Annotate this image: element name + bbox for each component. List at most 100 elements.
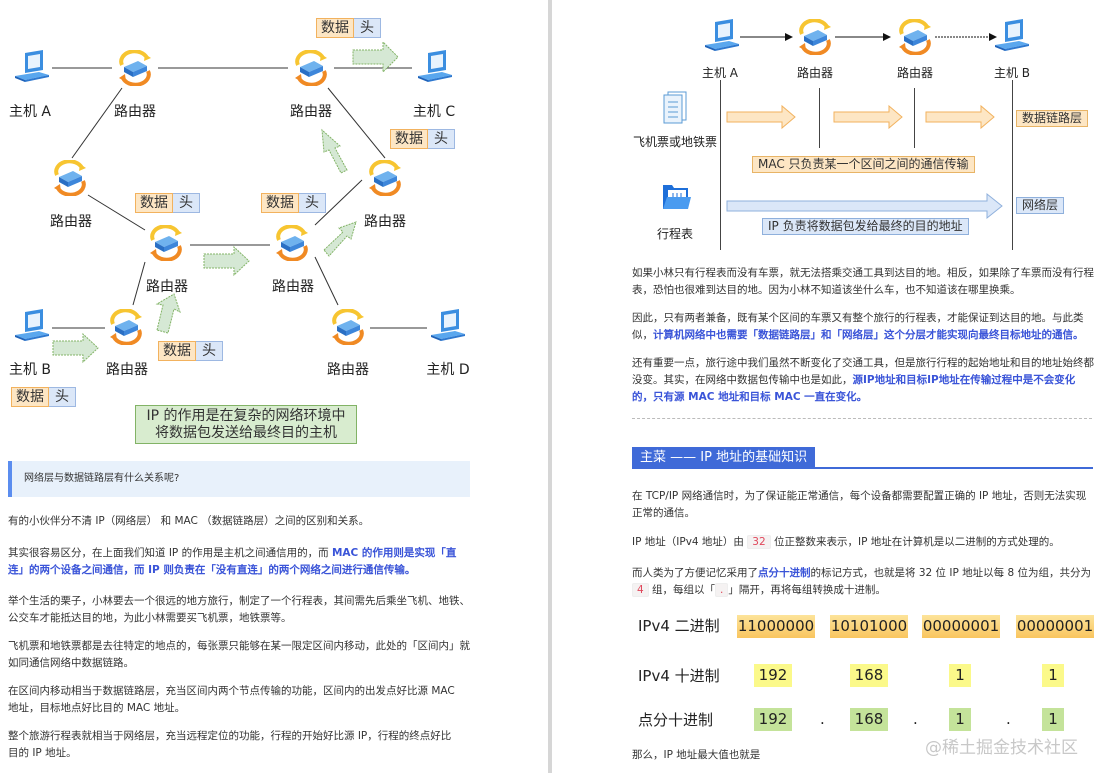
router-label: 路由器	[272, 279, 314, 295]
caption-line: 将数据包发送给最终目的主机	[155, 425, 337, 441]
dotted-octet: 1	[949, 708, 971, 731]
blue-arrow	[726, 192, 1003, 220]
orange-arrow	[726, 104, 796, 130]
binary-octet: 11000000	[737, 615, 815, 638]
packet-data: 数据	[316, 18, 354, 38]
binary-octet: 00000001	[1016, 615, 1094, 638]
section-title-underline	[632, 467, 1093, 469]
section-divider	[632, 418, 1092, 419]
layer-diagram	[726, 33, 1003, 220]
green-arrow	[52, 332, 99, 364]
paragraph: 还有重要一点，旅行途中我们虽然不断变化了交通工具，但是旅行行程的起始地址和目的地…	[632, 355, 1094, 406]
host-b-label: 主机 B	[8, 362, 52, 378]
paragraph: 那么，IP 地址最大值也就是	[632, 749, 761, 761]
host-d-label: 主机 D	[426, 362, 470, 378]
router-label: 路由器	[50, 214, 92, 230]
text: IP 地址（IPv4 地址）由	[632, 536, 748, 548]
timeline-line	[914, 88, 915, 148]
inline-code: 4	[632, 583, 649, 597]
packet-data: 数据	[11, 387, 49, 407]
text: 的标记方式，也就是将 32 位 IP 地址以每 8 位为组，共分为	[810, 567, 1092, 579]
router-icon	[796, 18, 834, 56]
paragraph: 飞机票和地铁票都是去往特定的地点的，每张票只能够在某一限定区间内移动，此处的「区…	[8, 640, 470, 669]
paragraph: 举个生活的栗子，小林要去一个很远的地方旅行，制定了一个行程表，其间需先后乘坐飞机…	[8, 595, 470, 624]
ticket-icon	[663, 91, 687, 124]
ip-note: IP 负责将数据包发给最终的目的地址	[762, 218, 969, 235]
host-b-label: 主机 B	[993, 66, 1031, 80]
router-icon	[116, 49, 154, 87]
text: 位正整数来表示，IP 地址在计算机是以二进制的方式处理的。	[770, 536, 1060, 548]
ticket-label: 飞机票或地铁票	[632, 135, 718, 149]
paragraph: 有的小伙伴分不清 IP（网络层） 和 MAC （数据链路层）之间的区别和关系。	[8, 515, 370, 527]
router-icon	[51, 159, 89, 197]
watermark: @稀土掘金技术社区	[925, 738, 1078, 758]
text: 组，每组以「	[648, 584, 716, 596]
packet-header: 头	[354, 18, 381, 38]
paragraph: 其实很容易区分，在上面我们知道 IP 的作用是主机之间通信用的，而 MAC 的作…	[8, 545, 470, 579]
router-label: 路由器	[896, 66, 934, 80]
router-icon	[329, 308, 367, 346]
text: 还有重要一点，旅行途中我们虽然不断变化了交通工具，但是旅行行程的起始地址和目的地…	[632, 357, 1094, 386]
paragraph: IP 地址（IPv4 地址）由 32 位正整数来表示，IP 地址在计算机是以二进…	[632, 534, 1094, 551]
laptop-icon	[429, 309, 467, 345]
packet-header: 头	[196, 341, 223, 361]
laptop-icon	[13, 309, 51, 345]
packet-header: 头	[428, 129, 455, 149]
datalink-layer-tag: 数据链路层	[1016, 110, 1089, 127]
network-links	[52, 40, 427, 364]
paragraph: 而人类为了方便记忆采用了点分十进制的标记方式，也就是将 32 位 IP 地址以每…	[632, 565, 1094, 599]
dot-separator: .	[913, 710, 918, 728]
binary-row-label: IPv4 二进制	[638, 617, 720, 635]
binary-octet: 00000001	[922, 615, 1000, 638]
laptop-icon	[703, 19, 741, 55]
router-label: 路由器	[114, 104, 156, 120]
packet: 数据头	[158, 341, 223, 361]
green-arrow	[155, 293, 181, 334]
caption-line: IP 的作用是在复杂的网络环境中	[146, 408, 346, 424]
green-arrow	[203, 245, 250, 277]
text: 」隔开，再将每组转换成十进制。	[728, 584, 886, 596]
packet: 数据头	[316, 18, 381, 38]
section-title: 主菜 —— IP 地址的基础知识	[632, 447, 816, 468]
highlight-text: 计算机网络中也需要「数据链路层」和「网络层」这个分层才能实现向最终目标地址的通信…	[653, 329, 1084, 341]
green-arrow	[352, 40, 399, 74]
network-layer-tag: 网络层	[1016, 197, 1065, 214]
packet-data: 数据	[135, 193, 173, 213]
packet-header: 头	[299, 193, 326, 213]
page-divider	[548, 0, 552, 773]
router-icon	[107, 308, 145, 346]
text: 因此，只有两者兼备，既有某个区间的车票又有整个旅行的行程表，才能保证到达目的地。…	[632, 312, 1084, 341]
timeline-line	[720, 80, 721, 250]
text: 而人类为了方便记忆采用了	[632, 567, 758, 579]
router-icon	[366, 159, 404, 197]
packet-header: 头	[173, 193, 200, 213]
inline-code: .	[715, 583, 729, 597]
packet: 数据头	[261, 193, 326, 213]
green-arrow	[323, 221, 357, 257]
highlight-text: 源IP地址和目标IP地址在传输过程中是不会变化的，只有源 MAC 地址和目标 M…	[632, 374, 1076, 403]
host-a-label: 主机 A	[701, 66, 739, 80]
router-icon	[292, 49, 330, 87]
packet: 数据头	[11, 387, 76, 407]
router-label: 路由器	[327, 362, 369, 378]
paragraph: 在区间内移动相当于数据链路层，充当区间内两个节点传输的功能，区间内的出发点好比源…	[8, 685, 455, 714]
host-a-label: 主机 A	[8, 104, 52, 120]
router-icon	[896, 18, 934, 56]
paragraph: 如果小林只有行程表而没有车票，就无法搭乘交通工具到达目的地。相反，如果除了车票而…	[632, 267, 1094, 296]
highlight-text: 点分十进制	[758, 567, 811, 579]
router-label: 路由器	[290, 104, 332, 120]
decimal-octet: 1	[1042, 664, 1064, 687]
router-icon	[147, 224, 185, 262]
callout-question: 网络层与数据链路层有什么关系呢?	[8, 461, 470, 497]
diagram-caption: IP 的作用是在复杂的网络环境中将数据包发送给最终目的主机	[135, 405, 357, 444]
laptop-icon	[993, 19, 1031, 55]
decimal-row-label: IPv4 十进制	[638, 667, 720, 685]
dot-separator: .	[1006, 710, 1011, 728]
binary-octet: 10101000	[830, 615, 908, 638]
text: 其实很容易区分，在上面我们知道 IP 的作用是主机之间通信用的，而	[8, 547, 332, 559]
router-label: 路由器	[106, 362, 148, 378]
itinerary-label: 行程表	[656, 227, 694, 241]
orange-arrow	[833, 104, 903, 130]
mac-note: MAC 只负责某一个区间之间的通信传输	[752, 156, 975, 173]
router-label: 路由器	[146, 279, 188, 295]
